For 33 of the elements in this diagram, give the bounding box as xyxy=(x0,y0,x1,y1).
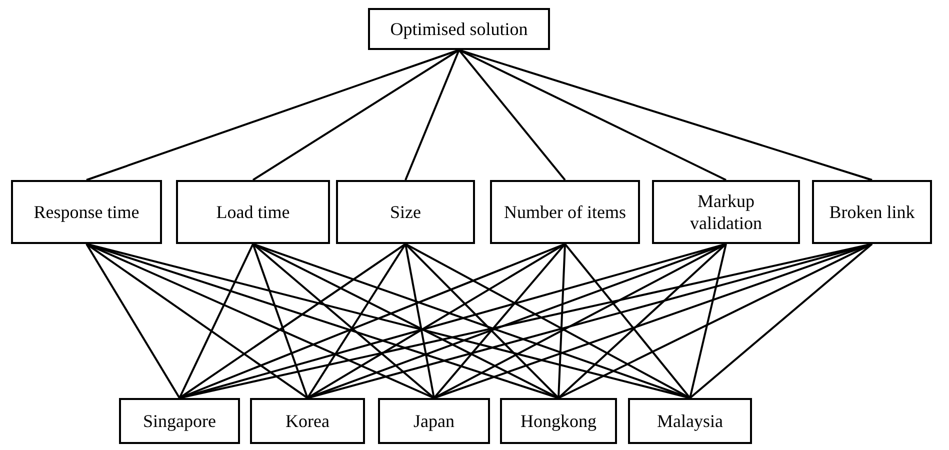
connector-line xyxy=(564,243,691,399)
alternative-box: Japan xyxy=(378,398,490,444)
connector-line xyxy=(433,243,566,399)
connector-line xyxy=(178,243,406,399)
connector-line xyxy=(458,49,726,181)
connector-line xyxy=(86,49,460,181)
alternative-box: Korea xyxy=(250,398,365,444)
criterion-box: Response time xyxy=(11,180,162,244)
connector-line xyxy=(252,243,435,399)
alternative-box: Singapore xyxy=(119,398,240,444)
criterion-box: Size xyxy=(336,180,475,244)
criterion-box: Markup validation xyxy=(652,180,800,244)
connector-line xyxy=(252,49,460,181)
connector-line xyxy=(404,244,435,398)
connector-line xyxy=(558,244,566,398)
connector-line xyxy=(404,243,560,399)
connector-line xyxy=(689,244,727,398)
criterion-box: Broken link xyxy=(812,180,932,244)
connector-line xyxy=(178,244,254,398)
goal-box: Optimised solution xyxy=(368,8,550,50)
connector-line xyxy=(558,243,727,399)
connector-line xyxy=(306,243,406,399)
connector-line xyxy=(558,243,872,399)
connector-line xyxy=(458,49,566,181)
criterion-box: Number of items xyxy=(490,180,640,244)
alternative-box: Hongkong xyxy=(500,398,617,444)
connector-line xyxy=(86,243,180,399)
connector-line xyxy=(404,50,460,180)
connector-line xyxy=(86,243,308,399)
connector-line xyxy=(689,243,873,399)
connector-line xyxy=(252,244,308,398)
alternative-box: Malaysia xyxy=(628,398,752,444)
criterion-box: Load time xyxy=(176,180,330,244)
